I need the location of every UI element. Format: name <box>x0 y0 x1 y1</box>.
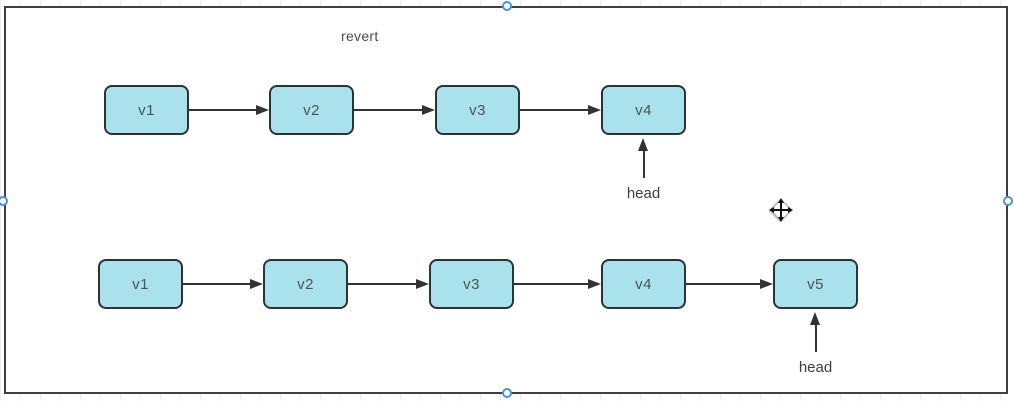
list-node[interactable]: v3 <box>429 259 514 309</box>
list-node[interactable]: v1 <box>104 85 189 135</box>
revert-label[interactable]: revert <box>341 28 379 44</box>
arrow-line[interactable] <box>642 149 645 178</box>
arrow-line[interactable] <box>189 109 258 111</box>
cursor-cross-horizontal <box>772 209 790 211</box>
node-label: v2 <box>297 275 314 293</box>
list-node[interactable]: v2 <box>263 259 348 309</box>
arrow-line[interactable] <box>348 283 418 285</box>
head-pointer-label[interactable]: head <box>798 359 833 376</box>
arrowhead-right-icon <box>760 278 773 289</box>
arrow-line[interactable] <box>814 323 817 352</box>
arrowhead-right-icon <box>250 278 263 289</box>
arrowhead-right-icon <box>588 104 601 115</box>
arrowhead-right-icon <box>416 278 429 289</box>
arrow-line[interactable] <box>183 283 252 285</box>
arrowhead-right-icon <box>588 278 601 289</box>
list-node[interactable]: v2 <box>269 85 354 135</box>
node-label: v1 <box>138 101 155 119</box>
list-node[interactable]: v4 <box>601 259 686 309</box>
node-label: v5 <box>807 275 824 293</box>
node-label: v1 <box>132 275 149 293</box>
selection-rectangle[interactable] <box>4 6 1008 394</box>
selection-handle-bottom[interactable] <box>502 388 512 398</box>
node-label: v4 <box>635 101 652 119</box>
node-label: v2 <box>303 101 320 119</box>
list-node[interactable]: v1 <box>98 259 183 309</box>
list-node[interactable]: v4 <box>601 85 686 135</box>
arrowhead-right-icon <box>256 104 269 115</box>
head-pointer-label[interactable]: head <box>626 185 661 202</box>
selection-handle-right[interactable] <box>1003 196 1013 206</box>
cursor-arrow-down <box>778 217 784 222</box>
arrow-line[interactable] <box>686 283 762 285</box>
node-label: v3 <box>463 275 480 293</box>
arrowhead-up-icon <box>810 312 820 325</box>
arrowhead-up-icon <box>638 138 648 151</box>
arrowhead-right-icon <box>422 104 435 115</box>
cursor-arrow-up <box>778 198 784 203</box>
cursor-arrow-left <box>769 207 774 213</box>
node-label: v3 <box>469 101 486 119</box>
list-node[interactable]: v5 <box>773 259 858 309</box>
arrow-line[interactable] <box>514 283 590 285</box>
cursor-arrow-right <box>788 207 793 213</box>
selection-handle-left[interactable] <box>0 196 8 206</box>
selection-handle-top[interactable] <box>502 1 512 11</box>
node-label: v4 <box>635 275 652 293</box>
arrow-line[interactable] <box>354 109 424 111</box>
arrow-line[interactable] <box>520 109 590 111</box>
move-cursor-icon <box>769 198 793 222</box>
list-node[interactable]: v3 <box>435 85 520 135</box>
